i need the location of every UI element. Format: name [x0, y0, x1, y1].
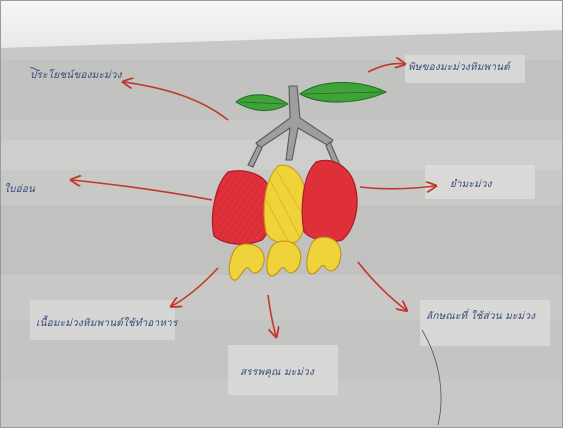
- label-mid-right: ยำมะม่วง: [450, 177, 492, 192]
- cashew-apple-middle: [264, 165, 306, 244]
- label-bottom-left: เนื้อมะม่วงหิมพานต์ใช้ทำอาหาร: [36, 316, 178, 331]
- cashew-apple-left: [213, 171, 272, 244]
- label-top-left: ประโยชน์ของมะม่วง: [30, 68, 122, 83]
- label-mid-left: ใบอ่อน: [4, 182, 35, 197]
- label-bottom-center: สรรพคุณ มะม่วง: [240, 365, 314, 380]
- label-bottom-right: ลักษณะที่ ใช้ส่วน มะม่วง: [426, 309, 535, 324]
- label-top-right: พิษของมะม่วงหิมพานต์: [408, 60, 510, 75]
- cashew-apple-right: [302, 160, 357, 241]
